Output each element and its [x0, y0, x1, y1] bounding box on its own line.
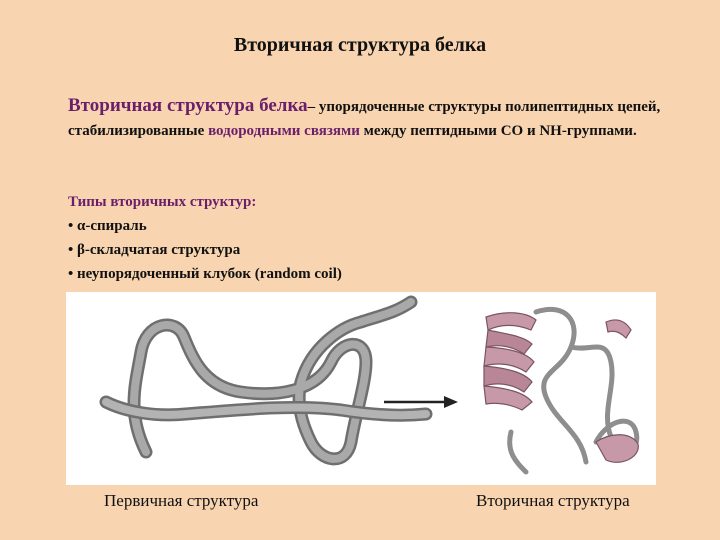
- types-item-random-coil: • неупорядоченный клубок (random coil): [68, 266, 342, 282]
- definition-text-1: – упорядоченные структуры полипептидных …: [68, 99, 661, 139]
- types-heading: Типы вторичных структур:: [68, 194, 257, 210]
- types-list: Типы вторичных структур: • α-спираль • β…: [68, 190, 688, 286]
- caption-secondary-structure: Вторичная структура: [476, 491, 630, 510]
- definition-term: Вторичная структура белка: [68, 95, 308, 116]
- definition-highlight: водородными связями: [208, 123, 360, 139]
- caption-primary-structure: Первичная структура: [104, 491, 259, 510]
- slide-title: Вторичная структура белка: [233, 34, 487, 56]
- definition-paragraph: Вторичная структура белка– упорядоченные…: [68, 94, 698, 143]
- definition-text-2: между пептидными СО и NH-группами.: [359, 123, 637, 139]
- types-item-beta-sheet: • β-складчатая структура: [68, 242, 241, 258]
- structure-figure: [66, 292, 656, 485]
- types-item-alpha-helix: • α-спираль: [68, 218, 147, 234]
- structure-illustration: [99, 295, 640, 475]
- transition-arrow-icon: [384, 396, 458, 408]
- primary-structure-coil: [99, 295, 433, 466]
- alpha-helix-ribbon-icon: [483, 312, 639, 463]
